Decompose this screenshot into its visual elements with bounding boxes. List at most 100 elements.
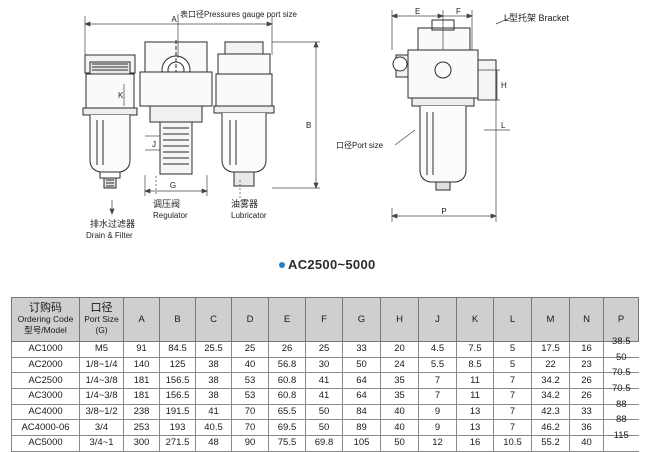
header-col: H (380, 297, 419, 342)
header-col: J (418, 297, 457, 342)
cell-port: 1/4~3/8 (79, 388, 124, 405)
cell-p-value: 88 (615, 398, 627, 410)
cell-port: 3/4 (79, 419, 124, 437)
side-view (392, 19, 497, 191)
cell-k: 13 (456, 403, 494, 421)
cell-c: 38 (195, 388, 232, 405)
cell-p-value: 50 (615, 351, 627, 363)
cell-l: 7 (493, 388, 532, 405)
cell-j: 7 (418, 388, 457, 405)
cell-d: 53 (231, 372, 269, 390)
cell-port: 3/8~1/2 (79, 403, 124, 421)
cell-h: 20 (380, 341, 419, 358)
cell-j: 9 (418, 419, 457, 437)
header-col: B (159, 297, 196, 342)
cell-d: 40 (231, 356, 269, 374)
lubricator-unit (213, 41, 275, 187)
cell-j: 12 (418, 435, 457, 452)
cell-k: 8.5 (456, 356, 494, 374)
cell-e: 65.5 (268, 403, 306, 421)
cell-h: 35 (380, 372, 419, 390)
cell-a: 181 (123, 388, 160, 405)
dim-b: B (306, 121, 311, 130)
callout-port-size: 口径Port size (336, 141, 384, 150)
cell-m: 34.2 (531, 372, 570, 390)
cell-a: 253 (123, 419, 160, 437)
cell-b: 156.5 (159, 372, 196, 390)
cell-d: 70 (231, 419, 269, 437)
cell-n: 26 (569, 372, 604, 390)
callout-lubricator-en: Lubricator (231, 211, 267, 220)
technical-drawing: A B G J K E F H L P (82, 7, 511, 222)
cell-l: 7 (493, 372, 532, 390)
cell-p-value: 88 (615, 414, 627, 426)
cell-g: 84 (342, 403, 381, 421)
cell-h: 35 (380, 388, 419, 405)
cell-c: 38 (195, 356, 232, 374)
callout-gauge-port: 表口径Pressures gauge port size (180, 10, 297, 19)
cell-a: 300 (123, 435, 160, 452)
cell-e: 26 (268, 341, 306, 358)
cell-h: 24 (380, 356, 419, 374)
cell-a: 238 (123, 403, 160, 421)
cell-c: 25.5 (195, 341, 232, 358)
dim-a: A (171, 15, 177, 24)
cell-j: 4.5 (418, 341, 457, 358)
cell-port: 1/4~3/8 (79, 372, 124, 390)
cell-a: 181 (123, 372, 160, 390)
cell-m: 17.5 (531, 341, 570, 358)
header-col: P (603, 297, 639, 342)
cell-b: 84.5 (159, 341, 196, 358)
cell-model: AC5000 (11, 435, 80, 452)
cell-m: 55.2 (531, 435, 570, 452)
header-col: D (231, 297, 269, 342)
bullet-dot-icon (279, 262, 285, 268)
cell-e: 56.8 (268, 356, 306, 374)
cell-d: 25 (231, 341, 269, 358)
cell-c: 48 (195, 435, 232, 452)
cell-m: 46.2 (531, 419, 570, 437)
cell-a: 91 (123, 341, 160, 358)
cell-h: 40 (380, 419, 419, 437)
callout-drain-cn: 排水过滤器 (90, 219, 136, 229)
cell-b: 271.5 (159, 435, 196, 452)
header-port: 口径 Port Size (G) (79, 297, 124, 342)
cell-h: 50 (380, 435, 419, 452)
cell-f: 41 (305, 372, 343, 390)
cell-a: 140 (123, 356, 160, 374)
cell-f: 69.8 (305, 435, 343, 452)
cell-n: 26 (569, 388, 604, 405)
cell-port: 1/8~1/4 (79, 356, 124, 374)
dim-e: E (415, 7, 420, 16)
dim-f: F (456, 7, 461, 16)
cell-port: 3/4~1 (79, 435, 124, 452)
cell-model: AC1000 (11, 341, 80, 358)
cell-n: 36 (569, 419, 604, 437)
cell-f: 41 (305, 388, 343, 405)
cell-p-value: 70.5 (612, 367, 631, 379)
cell-l: 7 (493, 403, 532, 421)
cell-l: 5 (493, 341, 532, 358)
cell-k: 11 (456, 372, 494, 390)
cell-c: 41 (195, 403, 232, 421)
cell-m: 42.3 (531, 403, 570, 421)
cell-p-value: 115 (613, 430, 629, 442)
cell-port: M5 (79, 341, 124, 358)
cell-d: 90 (231, 435, 269, 452)
cell-j: 7 (418, 372, 457, 390)
cell-model: AC4000-06 (11, 419, 80, 437)
cell-f: 50 (305, 403, 343, 421)
cell-l: 5 (493, 356, 532, 374)
cell-n: 16 (569, 341, 604, 358)
cell-l: 10.5 (493, 435, 532, 452)
cell-k: 16 (456, 435, 494, 452)
header-col: G (342, 297, 381, 342)
cell-f: 50 (305, 419, 343, 437)
cell-g: 64 (342, 388, 381, 405)
dim-j: J (152, 140, 156, 149)
cell-p: 115 (603, 430, 639, 452)
